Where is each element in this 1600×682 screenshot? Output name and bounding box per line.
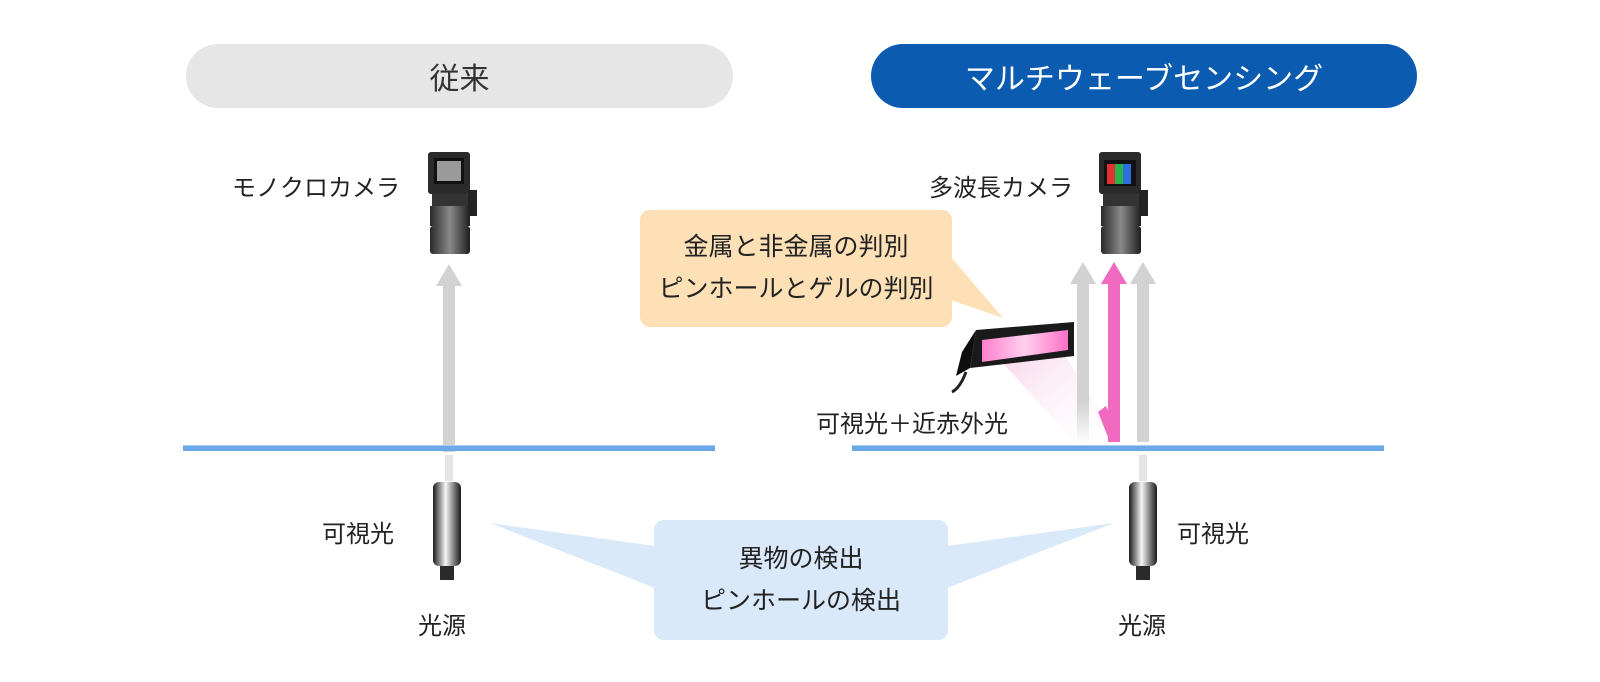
right-pink-arrow <box>1098 262 1127 442</box>
conventional-header: 従来 <box>186 44 733 108</box>
conventional-header-label: 従来 <box>429 62 490 97</box>
orange-callout-text: 金属と非金属の判別 ピンホールとゲルの判別 <box>640 226 952 310</box>
left-light-source-label: 光源 <box>418 612 466 640</box>
orange-callout-line1: 金属と非金属の判別 <box>683 232 909 261</box>
nir-light-label: 可視光＋近赤外光 <box>816 410 1008 438</box>
left-film-line <box>183 445 715 451</box>
multiwave-camera-icon <box>1099 152 1148 254</box>
multiwave-header-label: マルチウェーブセンシング <box>964 62 1324 97</box>
left-visible-light-label: 可視光 <box>322 520 394 548</box>
mono-camera-icon <box>428 152 477 254</box>
orange-callout-shape <box>640 210 1003 327</box>
right-gray-arrow-right <box>1130 262 1156 481</box>
right-light-source-label: 光源 <box>1118 612 1166 640</box>
bar-light-icon <box>951 322 1074 394</box>
right-film-line <box>852 445 1384 451</box>
blue-callout-line2: ピンホールの検出 <box>700 586 901 615</box>
right-light-source-icon <box>1129 482 1157 580</box>
right-visible-light-label: 可視光 <box>1177 520 1249 548</box>
left-gray-arrow <box>436 264 462 481</box>
blue-callout-line1: 異物の検出 <box>738 544 864 573</box>
multiwave-camera-label: 多波長カメラ <box>929 174 1073 202</box>
orange-callout-line2: ピンホールとゲルの判別 <box>658 274 934 303</box>
left-light-source-icon <box>433 482 461 580</box>
blue-callout-text: 異物の検出 ピンホールの検出 <box>654 538 948 622</box>
multiwave-header: マルチウェーブセンシング <box>871 44 1417 108</box>
right-gray-arrow-left <box>1070 262 1096 442</box>
mono-camera-label: モノクロカメラ <box>232 174 400 202</box>
nir-light-beam <box>1000 344 1122 446</box>
blue-callout-shape <box>490 520 1114 640</box>
